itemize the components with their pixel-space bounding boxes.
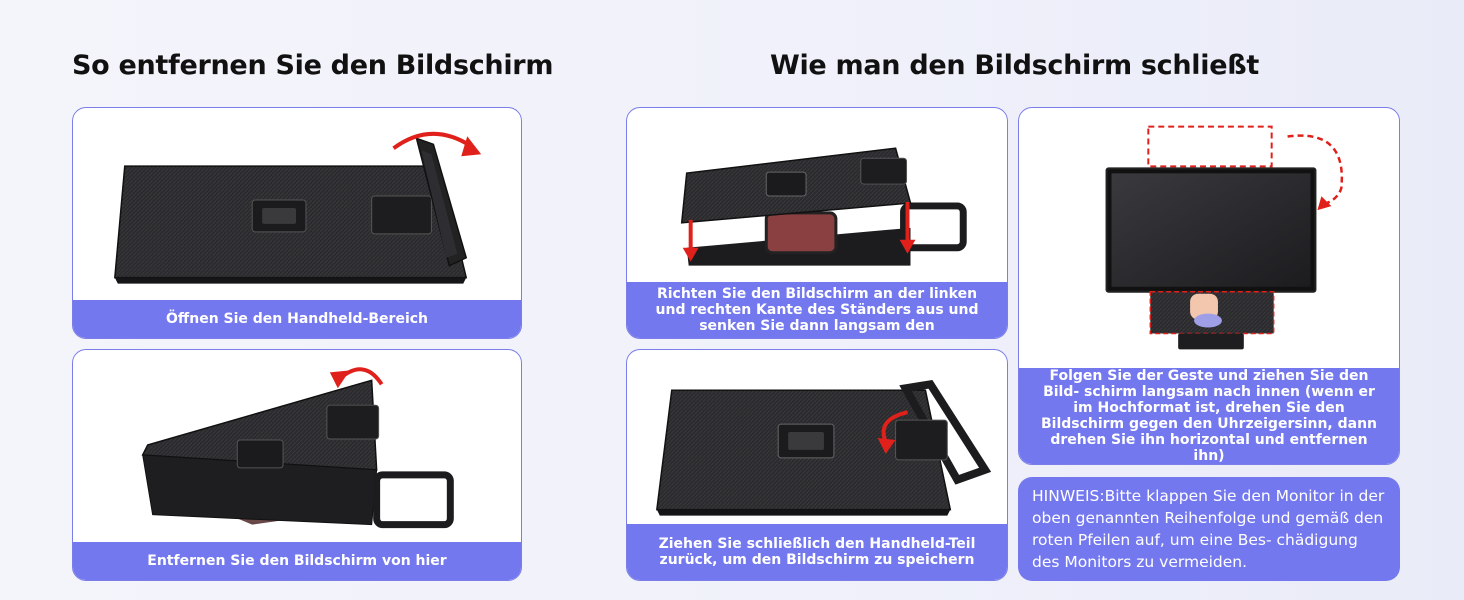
- step-caption: Ziehen Sie schließlich den Handheld-Teil…: [627, 524, 1007, 580]
- step-card-follow-gesture: Folgen Sie der Geste und ziehen Sie den …: [1018, 107, 1400, 465]
- step-card-open-handheld: Öffnen Sie den Handheld-Bereich: [72, 107, 522, 339]
- step-illustration: [73, 108, 521, 302]
- left-heading: So entfernen Sie den Bildschirm: [72, 50, 554, 81]
- warning-note: HINWEIS:Bitte klappen Sie den Monitor in…: [1018, 477, 1400, 581]
- step-illustration: [627, 108, 1007, 284]
- step-card-remove-screen: Entfernen Sie den Bildschirm von hier: [72, 349, 522, 581]
- right-heading: Wie man den Bildschirm schließt: [770, 50, 1259, 81]
- step-illustration: [627, 350, 1007, 526]
- step-illustration: [73, 350, 521, 544]
- step-illustration: [1019, 108, 1399, 370]
- step-card-align-screen: Richten Sie den Bildschirm an der linken…: [626, 107, 1008, 339]
- step-caption: Folgen Sie der Geste und ziehen Sie den …: [1019, 368, 1399, 464]
- step-caption: Öffnen Sie den Handheld-Bereich: [73, 300, 521, 338]
- step-caption: Entfernen Sie den Bildschirm von hier: [73, 542, 521, 580]
- step-caption: Richten Sie den Bildschirm an der linken…: [627, 282, 1007, 338]
- step-card-store-screen: Ziehen Sie schließlich den Handheld-Teil…: [626, 349, 1008, 581]
